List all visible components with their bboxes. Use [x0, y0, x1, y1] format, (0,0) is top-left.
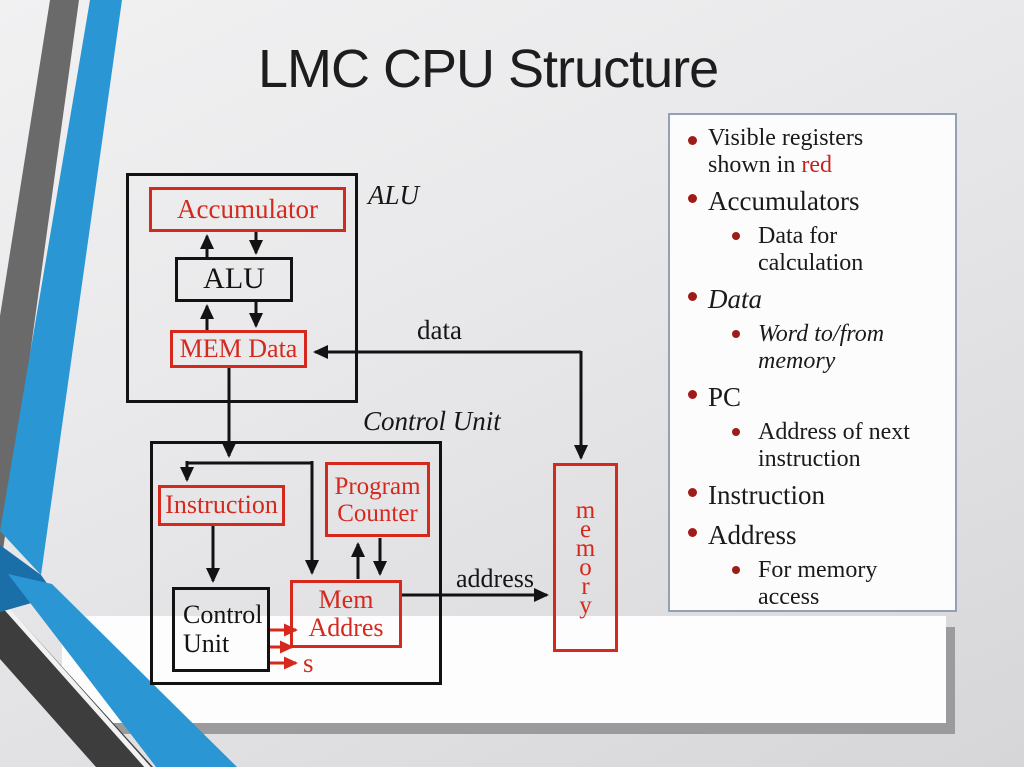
- red-word: red: [801, 152, 832, 178]
- control-unit-box: Control Unit: [172, 587, 270, 672]
- alu-group-box: [126, 173, 358, 403]
- address-wire-label: address: [456, 564, 534, 593]
- bullet-word-to-from-memory: Word to/from memory: [670, 321, 949, 375]
- bullet-dot-icon: [688, 390, 697, 399]
- bullet-text: Data for calculation: [758, 223, 864, 276]
- bullet-address-of-next-instruction: Address of next instruction: [670, 419, 949, 473]
- bullet-address: Address: [670, 517, 949, 553]
- instruction-register-box: Instruction: [158, 485, 285, 526]
- memory-letter: y: [579, 591, 592, 619]
- bullet-accumulators: Accumulators: [670, 183, 949, 219]
- bullet-dot-icon: [732, 232, 740, 240]
- bullet-dot-icon: [732, 566, 740, 574]
- bullet-text: Data: [708, 284, 762, 314]
- alu-box: ALU: [175, 257, 293, 302]
- bullet-dot-icon: [688, 136, 697, 145]
- bullet-text: Instruction: [708, 480, 825, 510]
- bullet-text: Visible registers shown in red: [708, 125, 864, 178]
- bullet-dot-icon: [688, 194, 697, 203]
- memory-letter: e: [579, 515, 592, 543]
- bullet-pc: PC: [670, 379, 949, 415]
- memory-letter: r: [581, 572, 590, 600]
- mem-data-register-box: MEM Data: [170, 330, 307, 368]
- slide-title: LMC CPU Structure: [258, 39, 719, 99]
- bullet-text: Address: [708, 520, 797, 550]
- bullet-data: Data: [670, 281, 949, 317]
- control-unit-group-box: [150, 441, 442, 685]
- bullet-dot-icon: [688, 488, 697, 497]
- memory-letter: m: [575, 534, 596, 562]
- bullet-text: PC: [708, 382, 742, 412]
- bullet-visible-registers: Visible registers shown in red: [670, 125, 949, 179]
- data-wire-label: data: [417, 315, 462, 345]
- accumulator-register-box: Accumulator: [149, 187, 346, 232]
- bullet-data-for-calculation: Data for calculation: [670, 223, 949, 277]
- bullet-instruction: Instruction: [670, 477, 949, 513]
- alu-group-label: ALU: [368, 180, 420, 210]
- bullet-text: Word to/from memory: [758, 321, 885, 374]
- mem-address-register-box: Mem Addres: [290, 580, 402, 648]
- bullet-dot-icon: [732, 428, 740, 436]
- program-counter-register-box: Program Counter: [325, 462, 430, 537]
- memory-letter: o: [579, 553, 592, 581]
- bullet-for-memory-access: For memory access: [670, 557, 949, 611]
- bullet-text: For memory access: [758, 557, 878, 610]
- memory-letter: m: [575, 496, 596, 524]
- bullet-dot-icon: [732, 330, 740, 338]
- memory-box: m e m o r y: [553, 463, 618, 652]
- mem-address-overflow-s: s: [303, 648, 314, 678]
- control-unit-group-label: Control Unit: [363, 406, 501, 436]
- bullet-dot-icon: [688, 292, 697, 301]
- bullet-dot-icon: [688, 528, 697, 537]
- notes-panel: Visible registers shown in red Accumulat…: [668, 113, 957, 612]
- bullet-text: Accumulators: [708, 186, 860, 216]
- bullet-text: Address of next instruction: [758, 419, 910, 472]
